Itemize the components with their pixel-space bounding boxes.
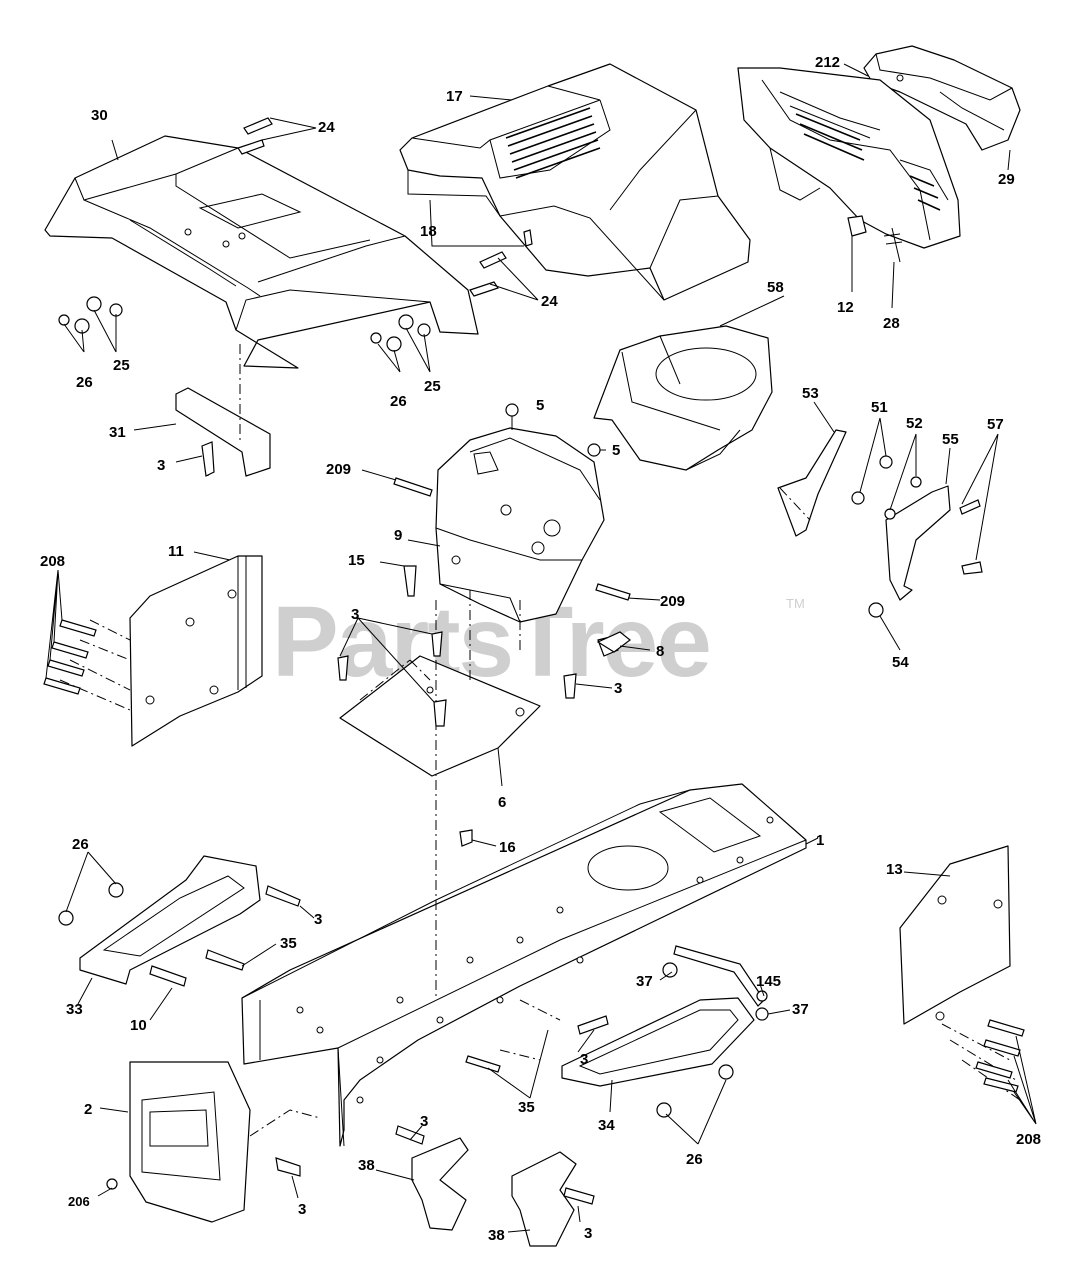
callout-28: 28 <box>883 315 900 332</box>
callout-51: 51 <box>871 399 888 416</box>
callout-212: 212 <box>815 54 840 71</box>
part-28-screw <box>883 227 903 263</box>
part-31-bracket <box>175 387 271 477</box>
callout-30: 30 <box>91 107 108 124</box>
callout-1: 1 <box>816 832 824 849</box>
callout-3: 3 <box>157 457 165 474</box>
callout-9: 9 <box>394 527 402 544</box>
callout-26: 26 <box>72 836 89 853</box>
callout-3: 3 <box>614 680 622 697</box>
part-51-52-57-hardware <box>851 455 983 575</box>
callout-52: 52 <box>906 415 923 432</box>
part-17-hood <box>399 63 751 301</box>
callout-145: 145 <box>756 973 781 990</box>
callout-209: 209 <box>326 461 351 478</box>
part-212-grille <box>863 45 1021 151</box>
callout-34: 34 <box>598 1117 615 1134</box>
part-2-bracket <box>129 1061 251 1223</box>
callout-8: 8 <box>656 643 664 660</box>
callout-10: 10 <box>130 1017 147 1034</box>
callout-26: 26 <box>686 1151 703 1168</box>
callout-25: 25 <box>424 378 441 395</box>
hardware-fasteners <box>43 117 1025 1205</box>
callout-3: 3 <box>298 1201 306 1218</box>
callout-labels: 30 24 17 212 29 18 24 12 28 58 26 25 26 … <box>40 54 1041 1244</box>
callout-24: 24 <box>541 293 558 310</box>
callout-3: 3 <box>420 1113 428 1130</box>
callout-206: 206 <box>68 1194 90 1209</box>
part-58-hood-pan <box>593 325 773 471</box>
callout-37: 37 <box>636 973 653 990</box>
part-34-footrest <box>561 997 755 1087</box>
callout-12: 12 <box>837 299 854 316</box>
part-9-dash <box>435 427 605 623</box>
callout-13: 13 <box>886 861 903 878</box>
callout-26: 26 <box>76 374 93 391</box>
part-53-bracket <box>777 429 847 537</box>
callout-54: 54 <box>892 654 909 671</box>
callout-3: 3 <box>584 1225 592 1242</box>
callout-17: 17 <box>446 88 463 105</box>
part-38-bracket-b <box>511 1151 577 1247</box>
callout-31: 31 <box>109 424 126 441</box>
callout-3: 3 <box>580 1051 588 1068</box>
callout-18: 18 <box>420 223 437 240</box>
callout-29: 29 <box>998 171 1015 188</box>
callout-33: 33 <box>66 1001 83 1018</box>
callout-3: 3 <box>314 911 322 928</box>
assembly-centerlines <box>59 344 1021 1137</box>
part-38-bracket-a <box>411 1137 469 1231</box>
callout-6: 6 <box>498 794 506 811</box>
callout-16: 16 <box>499 839 516 856</box>
part-12-clip <box>847 215 867 237</box>
callout-2: 2 <box>84 1101 92 1118</box>
callout-53: 53 <box>802 385 819 402</box>
callout-208: 208 <box>1016 1131 1041 1148</box>
part-55-bracket <box>885 485 951 601</box>
callout-58: 58 <box>767 279 784 296</box>
callout-55: 55 <box>942 431 959 448</box>
callout-15: 15 <box>348 552 365 569</box>
part-1-frame <box>241 783 807 1147</box>
callout-38: 38 <box>358 1157 375 1174</box>
callout-35: 35 <box>280 935 297 952</box>
callout-35: 35 <box>518 1099 535 1116</box>
part-54-nut <box>868 602 884 618</box>
leader-lines <box>45 63 1037 1233</box>
callout-209: 209 <box>660 593 685 610</box>
callout-37: 37 <box>792 1001 809 1018</box>
callout-5: 5 <box>612 442 620 459</box>
callout-26: 26 <box>390 393 407 410</box>
part-30-fender <box>44 135 479 369</box>
part-13-side-plate <box>899 845 1011 1025</box>
callout-38: 38 <box>488 1227 505 1244</box>
callout-24: 24 <box>318 119 335 136</box>
part-29-nose <box>737 67 961 249</box>
callout-57: 57 <box>987 416 1004 433</box>
part-33-footrest <box>79 855 261 985</box>
part-11-side-plate <box>129 555 263 747</box>
callout-25: 25 <box>113 357 130 374</box>
callout-5: 5 <box>536 397 544 414</box>
watermark-trademark: TM <box>786 596 805 611</box>
callout-11: 11 <box>168 543 184 560</box>
callout-208: 208 <box>40 553 65 570</box>
callout-3: 3 <box>351 606 359 623</box>
